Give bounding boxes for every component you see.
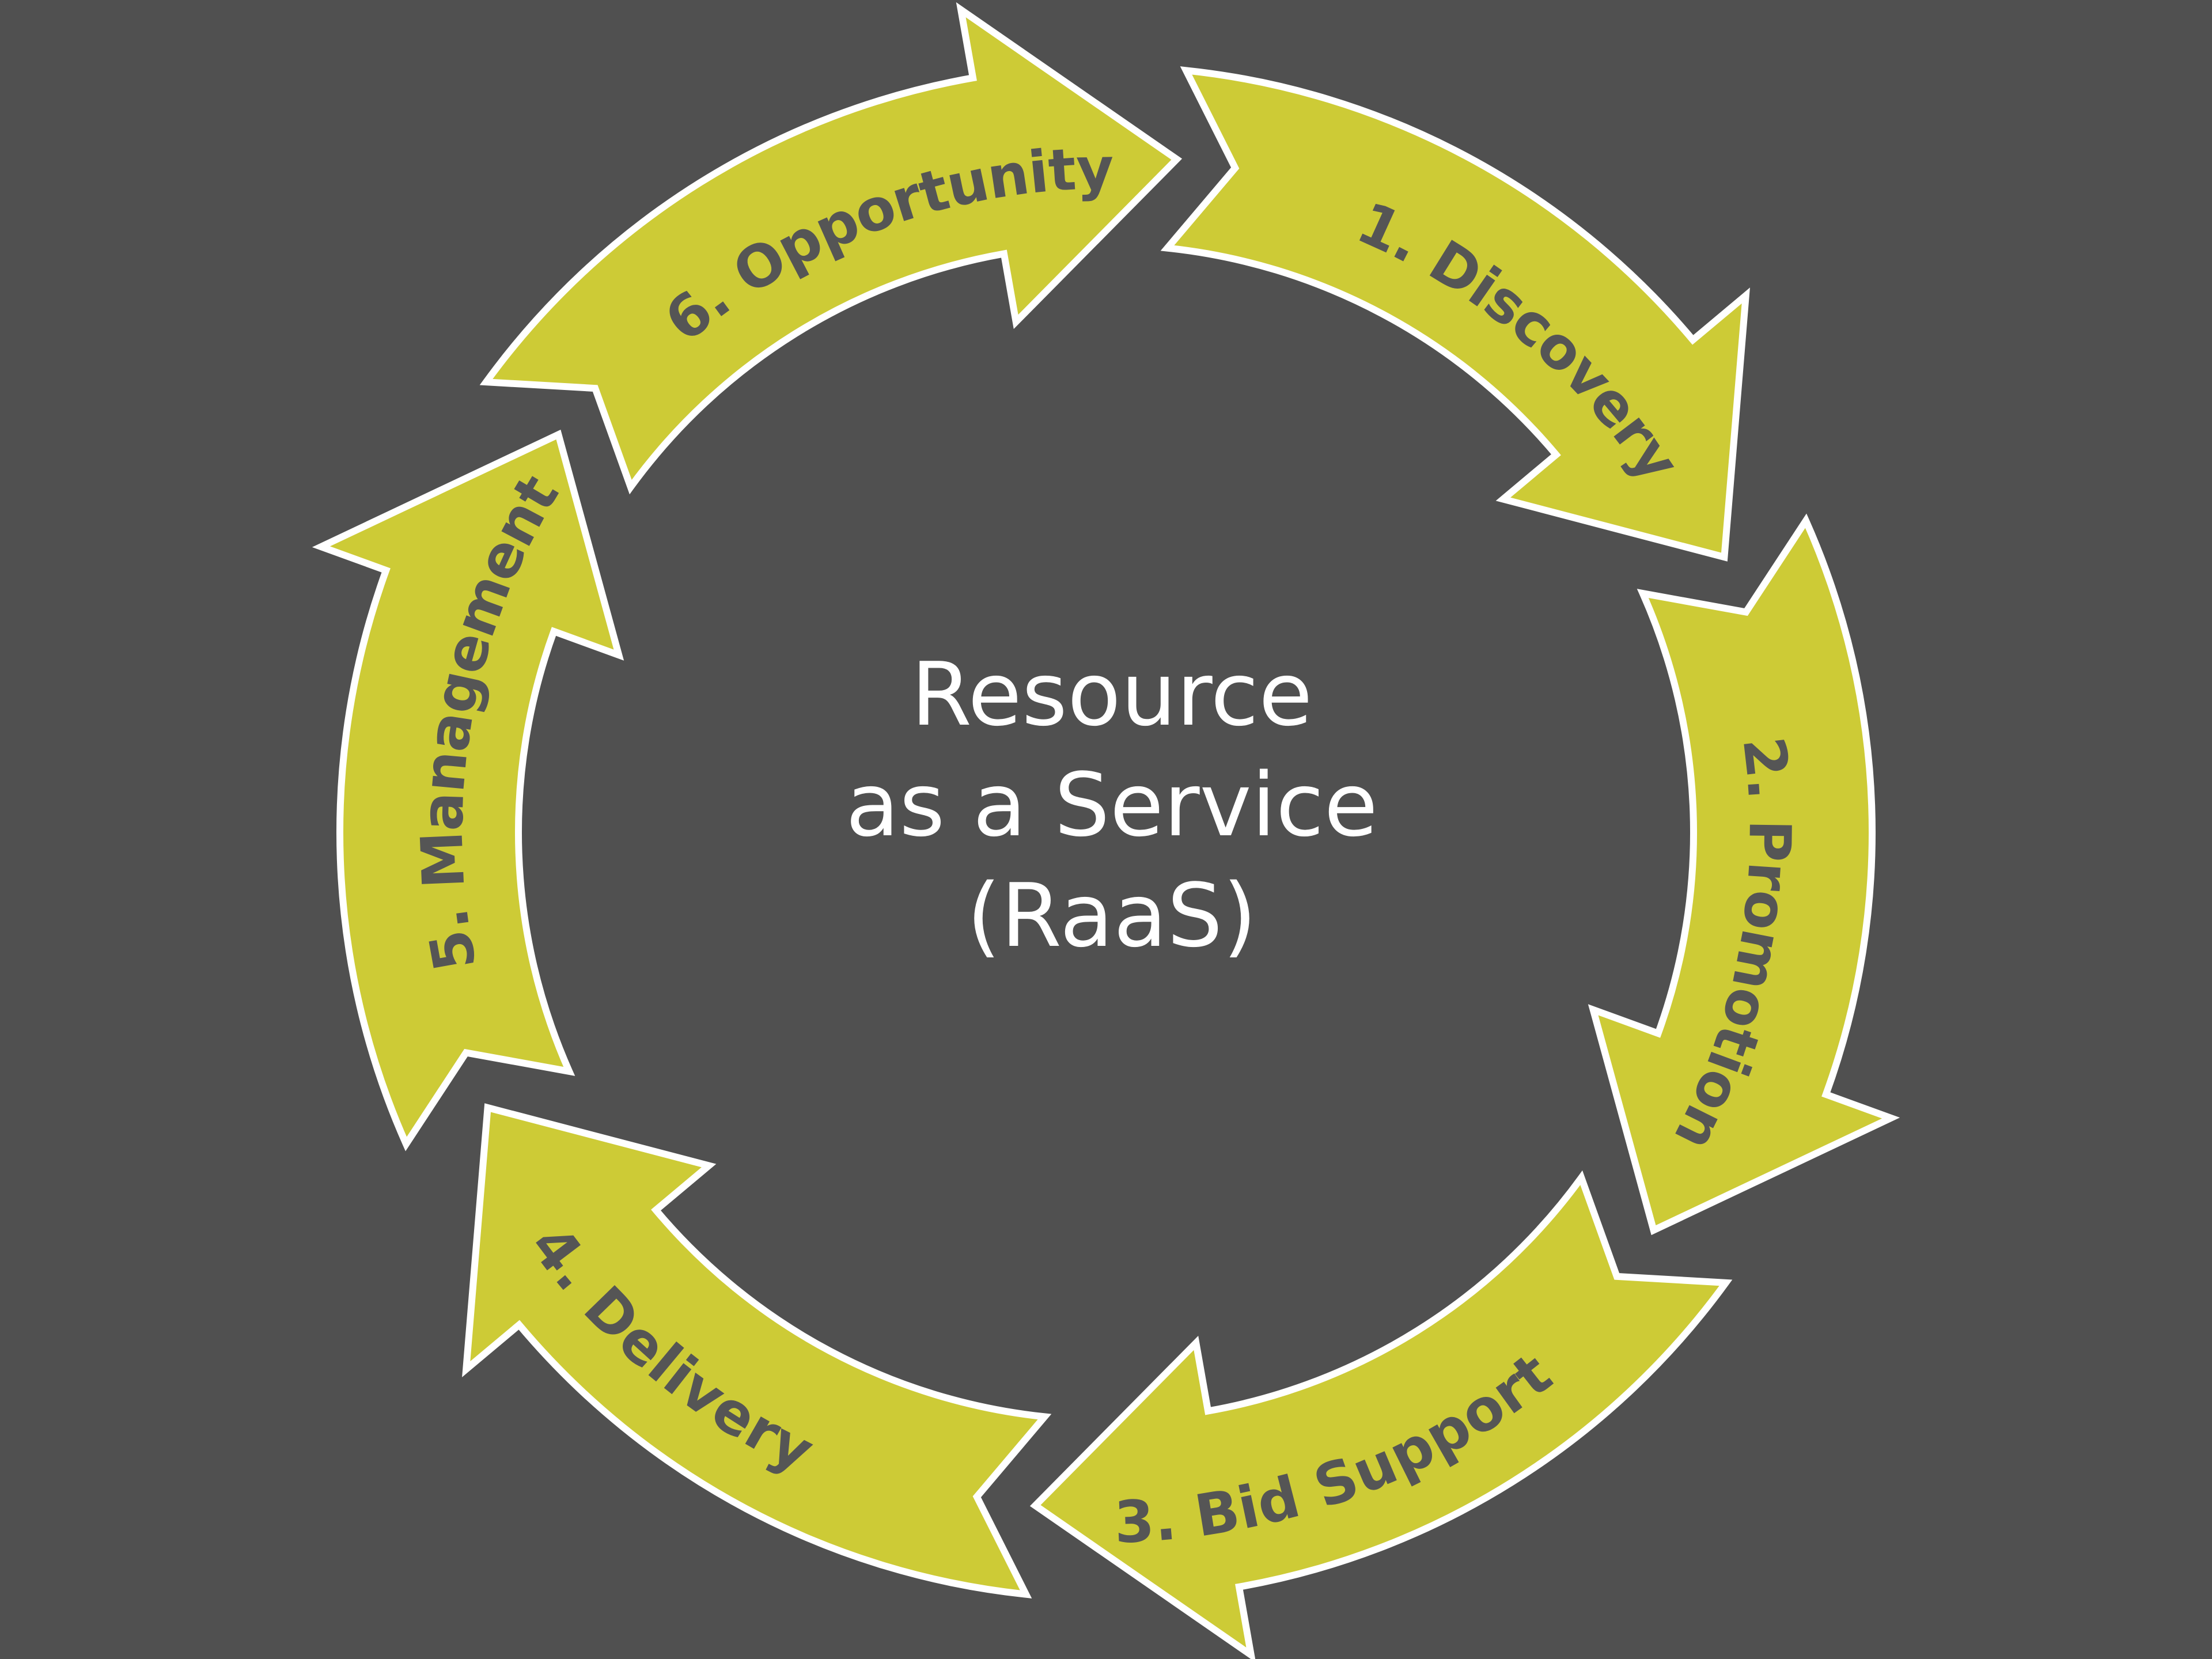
arrow-delivery <box>462 1103 1052 1599</box>
arrow-opportunity <box>479 2 1183 495</box>
arrow-management <box>312 429 624 1152</box>
arrow-bid-support <box>1029 1170 1733 1659</box>
center-title-line-2: as a Service <box>846 754 1378 856</box>
arrow-discovery <box>1160 66 1750 562</box>
center-title-line-1: Resource <box>911 643 1313 745</box>
arrow-promotion <box>1588 513 1900 1236</box>
center-title: Resource as a Service (RaaS) <box>703 639 1521 971</box>
center-title-line-3: (RaaS) <box>967 865 1257 967</box>
